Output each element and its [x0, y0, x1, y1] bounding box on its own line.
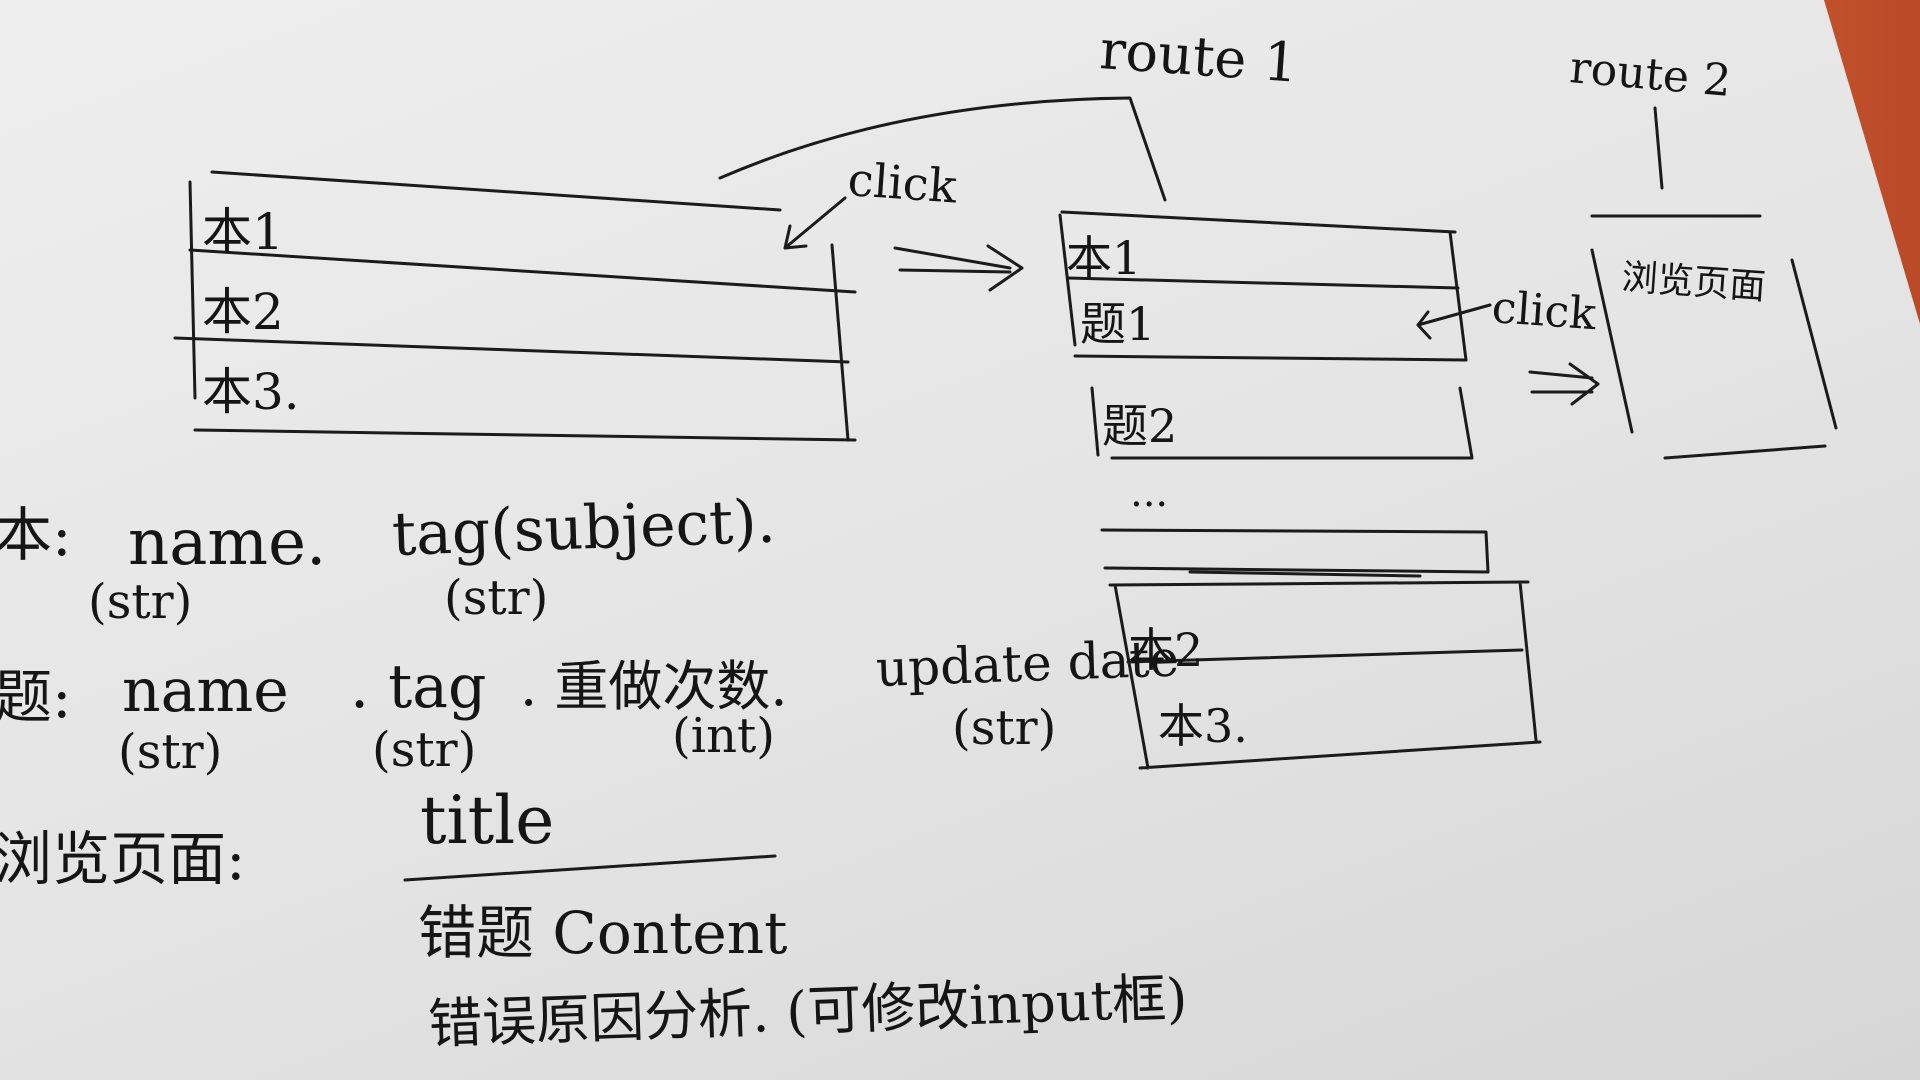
schema-book-tag: tag(subject). [390, 486, 777, 570]
nav-arrow-2 [1528, 362, 1600, 406]
screen2-row-book3[interactable]: 本3. [1158, 699, 1248, 753]
schema-question-update-date-type: (str) [952, 700, 1057, 756]
screen1-row-3[interactable]: 本3. [202, 363, 300, 421]
screen2-row-3[interactable]: 题2 [1102, 399, 1178, 453]
screen2-lower-box [1108, 580, 1542, 770]
schema-question-label: 题: [0, 663, 72, 731]
screen2-right-border [1448, 230, 1468, 362]
schema-question-name: name [122, 656, 289, 726]
screen2-row-divider-2 [1073, 354, 1468, 362]
click-arrow-1 [783, 196, 847, 250]
screen1-row-divider-1 [188, 248, 857, 294]
screen1-row-divider-2 [173, 336, 850, 364]
screen2-q2-box [1090, 386, 1474, 460]
screen1-right-border [830, 243, 850, 442]
screen2-row-2[interactable]: 题1 [1080, 297, 1156, 351]
nav-arrow-1 [893, 244, 1024, 292]
screen1-row-2[interactable]: 本2 [202, 283, 284, 341]
screen2-row-divider-1 [1066, 276, 1460, 290]
screen2-row-book2[interactable]: 本2 [1128, 623, 1204, 677]
click-label-1: click [846, 152, 959, 214]
route2-stem [1653, 106, 1664, 190]
screen2-left-border [1058, 213, 1077, 347]
schema-question-name-type: (str) [118, 724, 223, 780]
screen2-top-border [1060, 210, 1457, 234]
click-label-2: click [1490, 282, 1598, 341]
screen3-title: 浏览页面 [1620, 257, 1767, 308]
screen1-top-border [210, 170, 782, 212]
schema-browse-content: 错题 Content [418, 899, 788, 967]
schema-book-label: 本: [0, 501, 72, 569]
schema-question-redo-count: . 重做次数. [520, 655, 788, 718]
click-arrow-2 [1416, 303, 1492, 340]
schema-browse-title: title [420, 782, 555, 859]
schema-browse-label: 浏览页面: [0, 825, 246, 893]
schema-book-name-type: (str) [88, 574, 193, 630]
screen1-bottom-border [193, 428, 857, 442]
screen1-left-border [188, 180, 197, 400]
schema-question-redo-count-type: (int) [672, 708, 776, 764]
schema-book-tag-type: (str) [444, 570, 549, 626]
screen2-scroll-hint [1100, 528, 1490, 578]
screen3-right-border [1790, 258, 1838, 430]
schema-question-tag: . tag [350, 652, 487, 722]
schema-question-update-date: update date [874, 629, 1180, 698]
screen1-row-1[interactable]: 本1 [202, 203, 284, 261]
schema-book-name: name. [128, 506, 327, 580]
route1-bracket [718, 96, 1167, 202]
browse-title-underline [403, 854, 777, 882]
screen3-left-border [1590, 248, 1634, 434]
screen2-ellipsis: ... [1130, 470, 1169, 516]
screen3-bottom-border [1663, 444, 1827, 460]
screen2-row-1[interactable]: 本1 [1066, 231, 1142, 285]
schema-question-tag-type: (str) [372, 722, 477, 778]
